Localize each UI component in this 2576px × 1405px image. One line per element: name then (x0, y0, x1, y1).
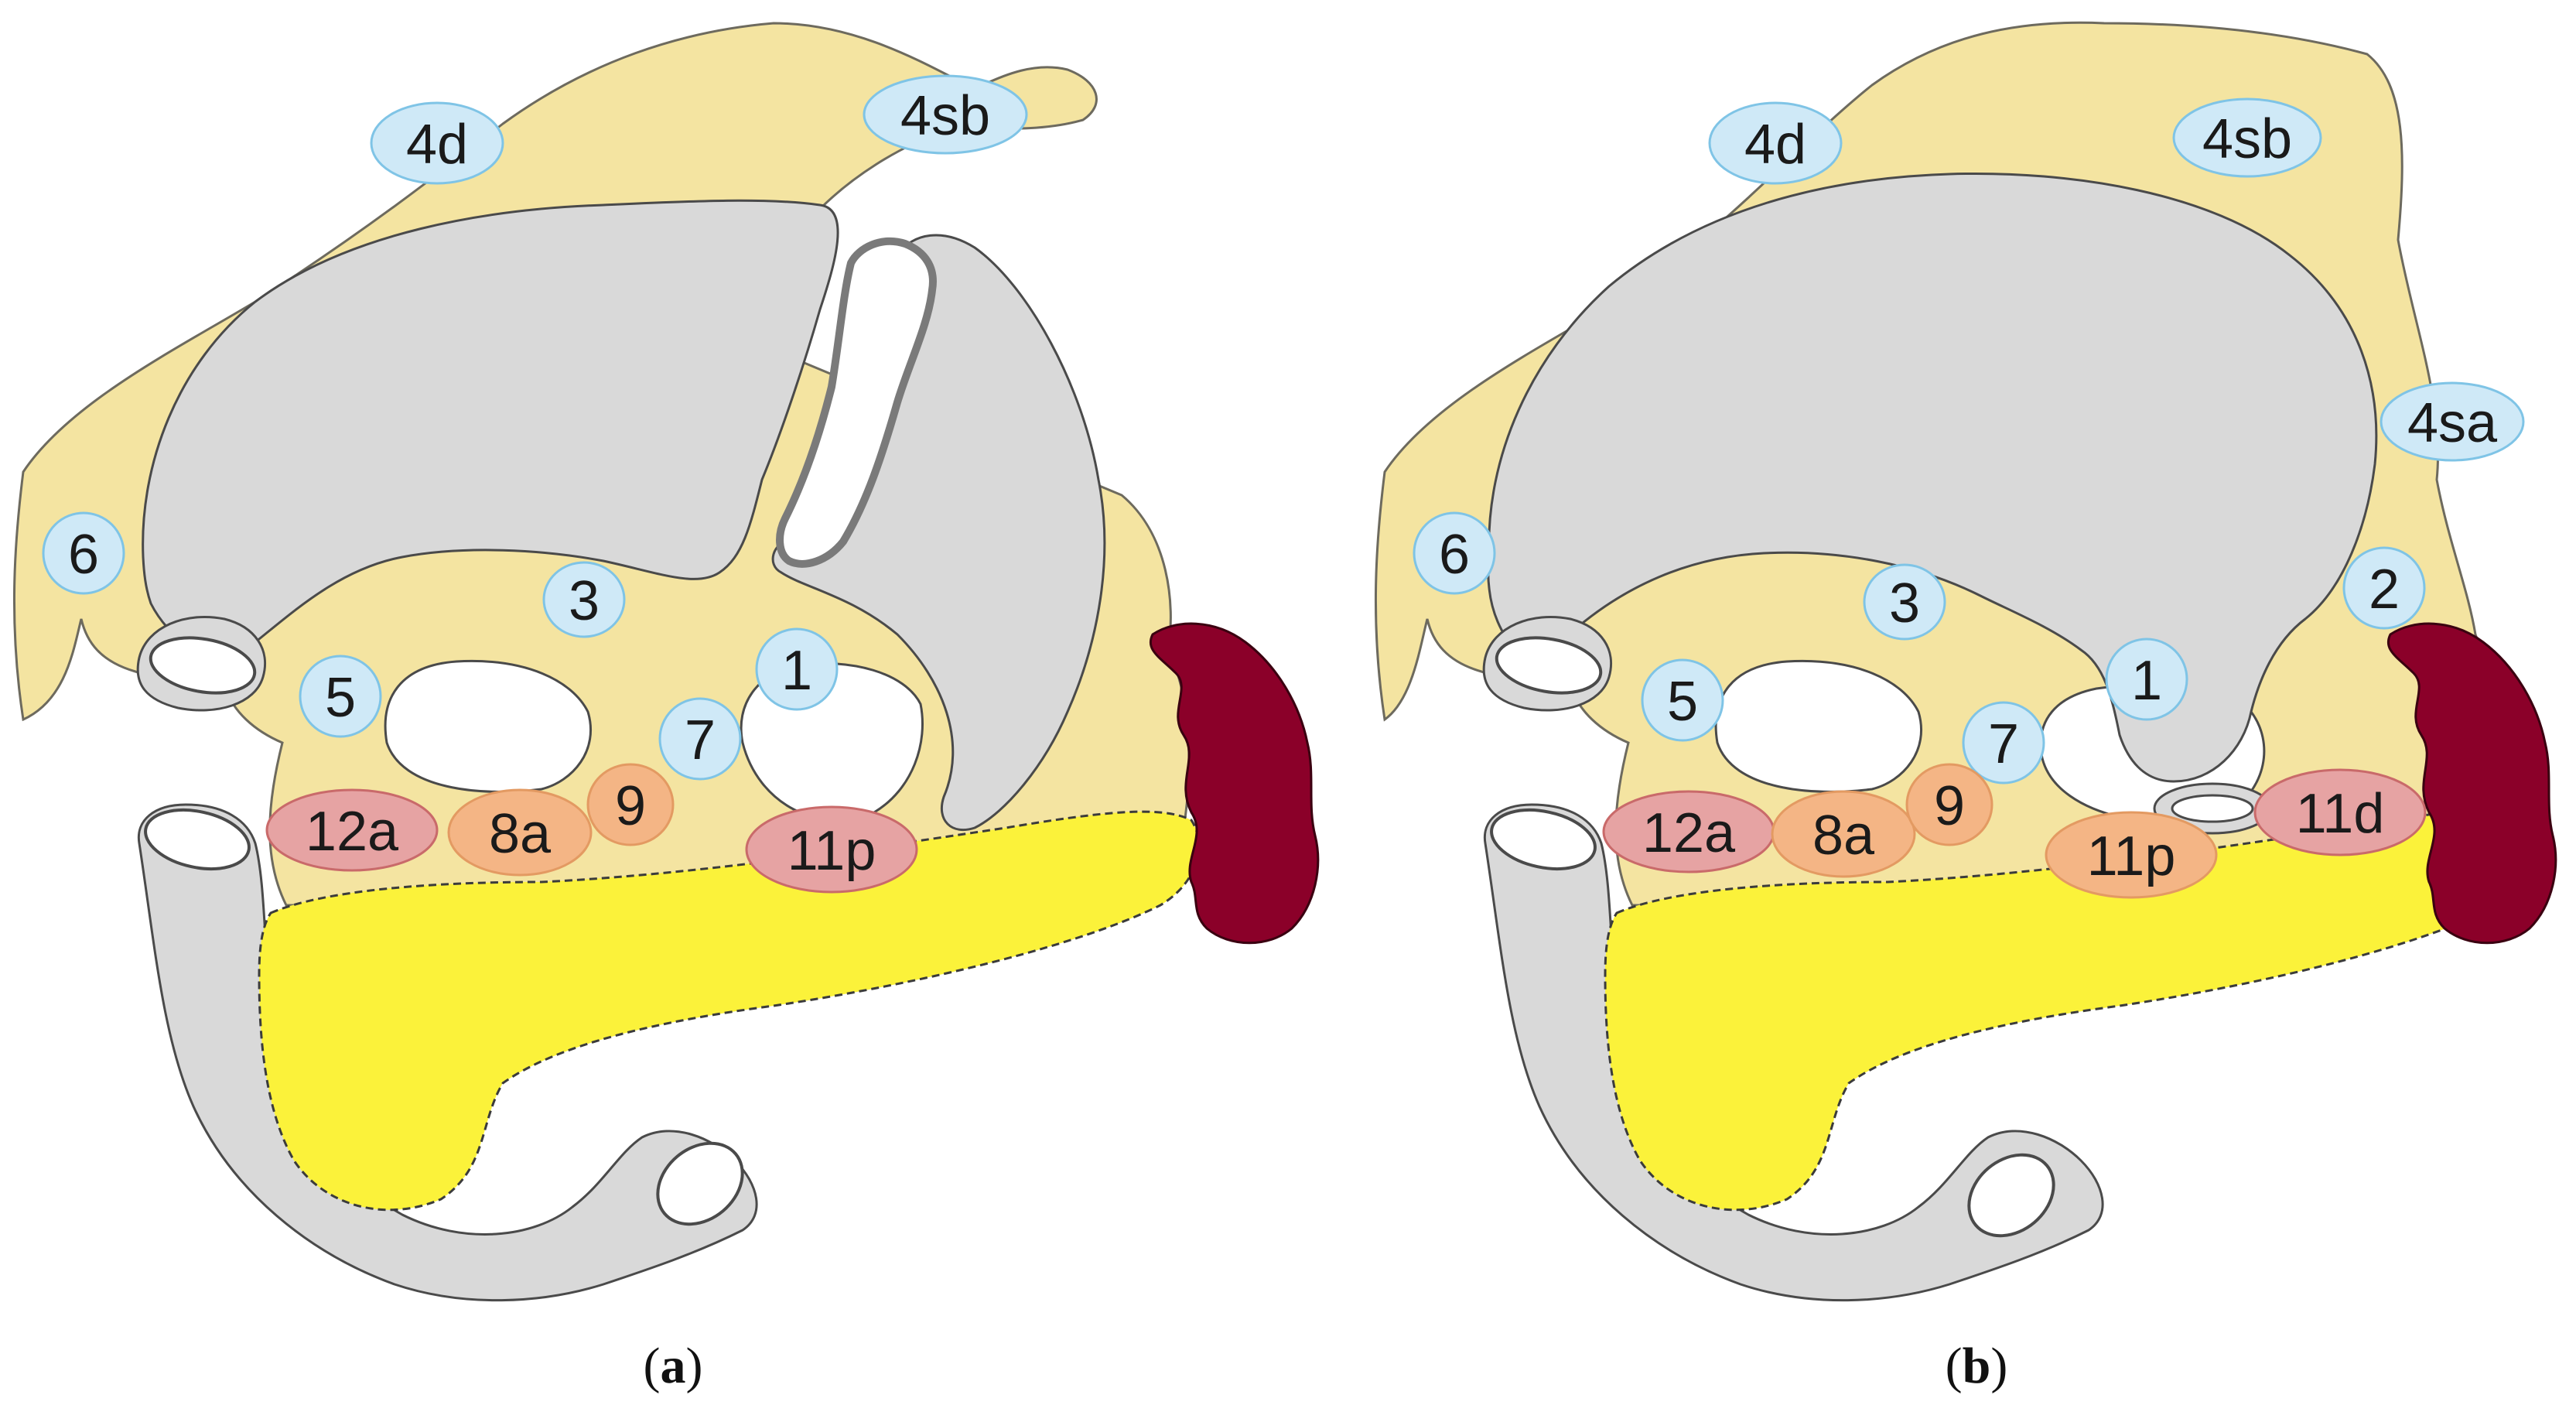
node-8a: 8a (447, 788, 593, 877)
node-1: 1 (755, 627, 839, 711)
svg-text:4d: 4d (406, 114, 468, 176)
jejunum-stump (656, 1141, 744, 1226)
svg-text:5: 5 (325, 667, 356, 729)
duodenum-stump-lower (1490, 808, 1597, 870)
svg-text:7: 7 (685, 709, 716, 771)
node-4sb: 4sb (863, 74, 1028, 155)
svg-text:3: 3 (569, 570, 600, 632)
stomach (1487, 173, 2378, 783)
pancreas (258, 810, 1201, 1212)
duodenum-stump-lower (144, 808, 251, 870)
stomach-cut-surface (776, 237, 937, 568)
svg-text:11p: 11p (787, 820, 876, 882)
omental-bursa-window-left (1714, 659, 1923, 793)
node-1: 1 (2105, 638, 2188, 721)
jejunum-stump (1967, 1153, 2055, 1238)
node-6: 6 (1413, 511, 1496, 595)
node-9: 9 (586, 763, 675, 846)
svg-text:12a: 12a (306, 801, 399, 863)
svg-text:11p: 11p (2087, 826, 2176, 887)
node-9: 9 (1905, 763, 1993, 846)
node-12a: 12a (1602, 790, 1775, 873)
caption-a: (a) (644, 1338, 703, 1394)
svg-text:6: 6 (68, 524, 99, 586)
node-4sa: 4sa (2380, 381, 2525, 462)
svg-text:12a: 12a (1642, 802, 1736, 864)
svg-text:6: 6 (1439, 524, 1470, 586)
node-12a: 12a (265, 788, 439, 872)
node-8a: 8a (1771, 790, 1916, 878)
node-11p: 11p (745, 805, 918, 894)
node-3: 3 (1863, 563, 1946, 641)
duodenum-stump-upper (1482, 615, 1613, 712)
panel-a: 4d 4sb 6 3 5 1 7 12a (12, 22, 1320, 1394)
duodenum-loop (1483, 803, 2104, 1302)
node-4sb: 4sb (2172, 97, 2322, 178)
spleen (2386, 622, 2557, 945)
svg-text:1: 1 (2131, 650, 2162, 712)
node-11d: 11d (2253, 768, 2427, 856)
svg-text:11d: 11d (2296, 783, 2385, 845)
node-7: 7 (1962, 701, 2045, 785)
spleen (1149, 622, 1320, 945)
duodenum-stump-upper (136, 615, 267, 712)
duodenum-loop (137, 803, 758, 1302)
node-2: 2 (2342, 546, 2426, 630)
svg-text:4sb: 4sb (900, 85, 990, 147)
node-6: 6 (42, 511, 125, 595)
svg-text:1: 1 (781, 640, 812, 702)
svg-text:5: 5 (1667, 671, 1698, 733)
svg-text:8a: 8a (1812, 805, 1875, 867)
svg-text:8a: 8a (489, 803, 552, 865)
node-7: 7 (658, 697, 742, 781)
node-4d: 4d (1708, 101, 1843, 185)
node-4d: 4d (370, 101, 504, 185)
omental-bursa-window-left (384, 659, 593, 793)
svg-text:4sb: 4sb (2202, 108, 2292, 170)
svg-text:3: 3 (1889, 573, 1920, 634)
svg-text:9: 9 (615, 775, 646, 837)
svg-text:2: 2 (2369, 559, 2400, 620)
caption-b: (b) (1946, 1338, 2008, 1394)
node-5: 5 (1641, 658, 1724, 742)
node-11p: 11p (2045, 811, 2218, 899)
panel-b: 4d 4sb 4sa 6 3 2 5 1 (1374, 21, 2557, 1394)
node-3: 3 (542, 561, 626, 638)
svg-text:7: 7 (1988, 713, 2019, 775)
node-5: 5 (299, 655, 382, 738)
svg-text:4d: 4d (1744, 114, 1806, 176)
svg-text:9: 9 (1934, 775, 1965, 837)
svg-text:4sa: 4sa (2407, 392, 2498, 454)
